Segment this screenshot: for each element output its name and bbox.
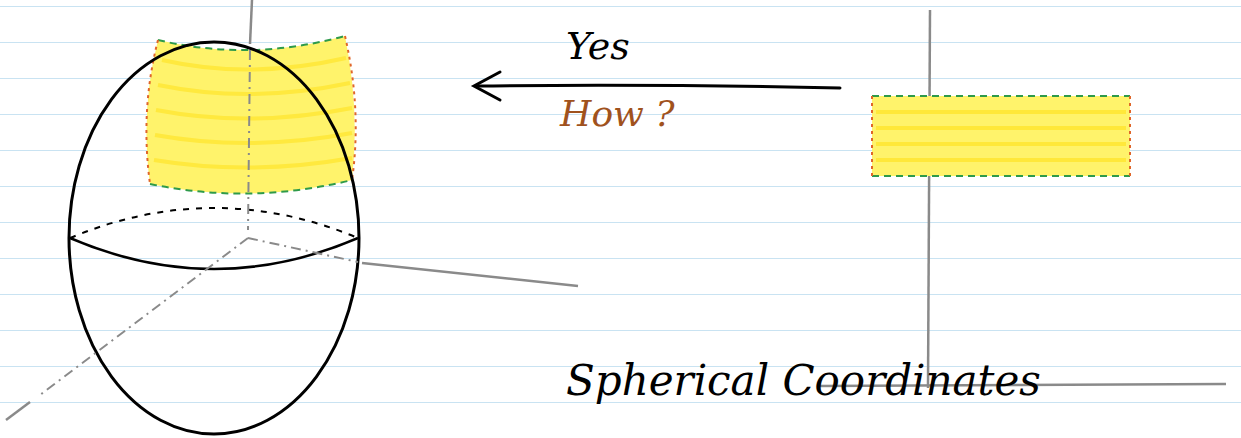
sphere: [6, 0, 578, 434]
parameter-rectangle: [818, 10, 1226, 388]
arrow-question: How ?: [560, 94, 675, 134]
arrow-label: Yes: [566, 26, 630, 68]
caption-text: Spherical Coordinates: [566, 358, 1041, 404]
